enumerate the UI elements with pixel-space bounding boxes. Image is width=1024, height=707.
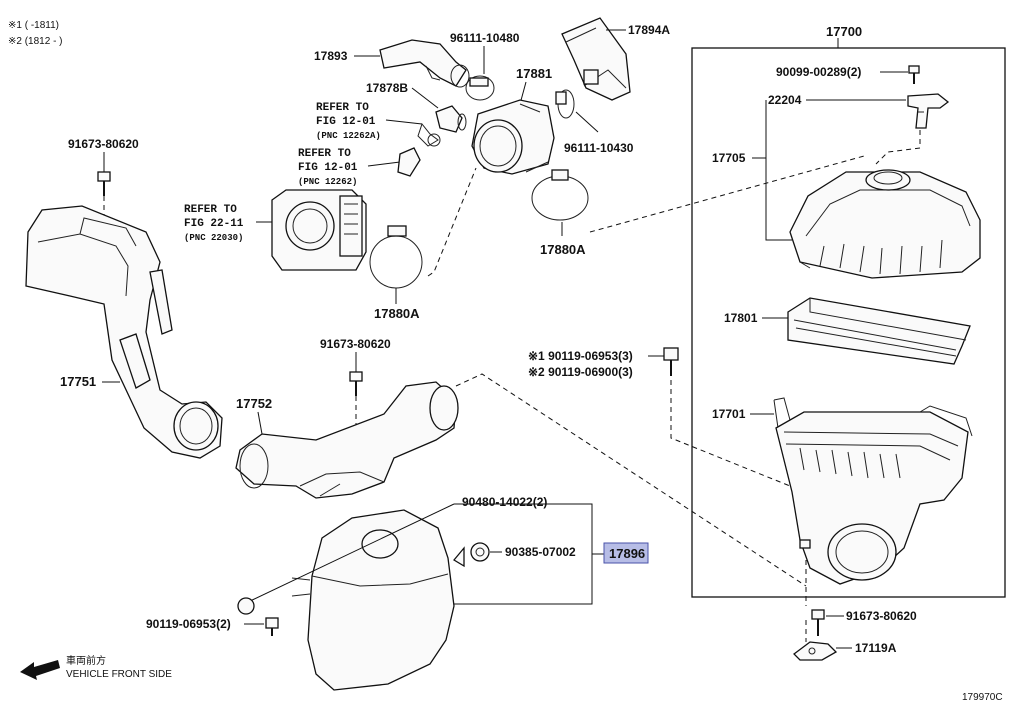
- bolt-91673-top-part: [97, 171, 111, 196]
- bolt-90119-2-part: [265, 617, 279, 636]
- clamp-17880A-left-part: [369, 225, 423, 289]
- air-cleaner-assembly-frame: [691, 47, 1006, 598]
- clamp-96111-10430-part: [555, 89, 575, 119]
- bracket-17119A-part: [793, 641, 838, 661]
- label-96111-10430[interactable]: 96111-10430: [564, 141, 634, 155]
- resonator-17896-part: [291, 509, 465, 691]
- filter-element-part: [787, 297, 971, 365]
- label-91673-80620-bottom[interactable]: 91673-80620: [846, 609, 917, 623]
- upper-cover-part: [789, 169, 981, 279]
- intake-connector-17881-part: [471, 99, 555, 175]
- leader-refer-2: [367, 161, 401, 167]
- leader-refer-1: [385, 119, 423, 125]
- dash-22204-to-cover: [875, 130, 921, 165]
- leader-96111-10430: [575, 111, 599, 133]
- label-17896[interactable]: 17896: [609, 546, 645, 561]
- label-90119-06953-3[interactable]: ※1 90119-06953(3): [528, 349, 633, 363]
- diagram-id: 179970C: [962, 692, 1003, 703]
- bolt-91673-mid-part: [349, 371, 363, 396]
- label-17701[interactable]: 17701: [712, 407, 746, 421]
- direction-jp: 車両前方: [66, 654, 106, 667]
- refer-3-line-1: REFER TO: [184, 204, 237, 216]
- label-17705[interactable]: 17705: [712, 151, 746, 165]
- leader-17878B: [411, 87, 439, 109]
- label-17880A-left[interactable]: 17880A: [374, 306, 420, 321]
- label-17894A[interactable]: 17894A: [628, 23, 670, 37]
- screw-90099-part: [908, 65, 920, 84]
- label-90119-06900-3[interactable]: ※2 90119-06900(3): [528, 365, 633, 379]
- label-90099-00289[interactable]: 90099-00289(2): [776, 65, 861, 79]
- hose-clip-part: [417, 122, 439, 147]
- label-17801[interactable]: 17801: [724, 311, 758, 325]
- legend-line-2: ※2 (1812 - ): [8, 36, 63, 47]
- label-17881[interactable]: 17881: [516, 66, 552, 81]
- label-91673-80620-mid[interactable]: 91673-80620: [320, 337, 391, 351]
- highlight-17896: [603, 542, 649, 564]
- hose-stub-part: [397, 147, 421, 177]
- dash-17752-to-case: [455, 373, 807, 587]
- clamp-96111-10480-part: [465, 75, 495, 101]
- hose-17894A-part: [561, 17, 631, 101]
- label-17751[interactable]: 17751: [60, 374, 96, 389]
- label-17700[interactable]: 17700: [826, 24, 862, 39]
- bolt-91673-bottom-part: [811, 609, 825, 636]
- label-17878B[interactable]: 17878B: [366, 81, 408, 95]
- lower-case-part: [773, 397, 973, 585]
- dash-90119-to-case: [670, 380, 791, 487]
- refer-2-line-2: FIG 12-01: [298, 162, 358, 174]
- label-96111-10480[interactable]: 96111-10480: [450, 31, 520, 45]
- label-90385-07002[interactable]: 90385-07002: [505, 545, 576, 559]
- label-90480-14022[interactable]: 90480-14022(2): [462, 495, 547, 509]
- refer-block-1[interactable]: REFER TO FIG 12-01 (PNC 12262A): [316, 102, 381, 141]
- refer-1-line-1: REFER TO: [316, 102, 369, 114]
- label-17119A[interactable]: 17119A: [855, 641, 897, 655]
- label-17752[interactable]: 17752: [236, 396, 272, 411]
- refer-2-line-1: REFER TO: [298, 148, 351, 160]
- refer-2-line-3: (PNC 12262): [298, 177, 357, 187]
- clamp-17880A-right-part: [531, 169, 589, 221]
- throttle-body-part: [271, 189, 367, 271]
- refer-3-line-3: (PNC 22030): [184, 233, 243, 243]
- label-22204[interactable]: 22204: [768, 93, 802, 107]
- leader-90480: [247, 503, 455, 603]
- grommet-90385-part: [470, 542, 490, 562]
- duct-17752-part: [235, 381, 459, 499]
- label-17880A-right[interactable]: 17880A: [540, 242, 586, 257]
- legend-line-1: ※1 ( -1811): [8, 20, 59, 31]
- direction-en: VEHICLE FRONT SIDE: [66, 669, 172, 680]
- refer-block-2[interactable]: REFER TO FIG 12-01 (PNC 12262): [298, 148, 358, 187]
- air-flow-meter-part: [907, 93, 950, 129]
- front-arrow-icon: [20, 660, 60, 680]
- dash-17880A-to-cover: [589, 155, 865, 233]
- refer-block-3[interactable]: REFER TO FIG 22-11 (PNC 22030): [184, 204, 244, 243]
- refer-1-line-3: (PNC 12262A): [316, 131, 381, 141]
- grommet-90480-part: [237, 597, 255, 615]
- dash-throttle-to-17881: [427, 167, 477, 277]
- fitting-17878B-part: [427, 105, 467, 147]
- refer-1-line-2: FIG 12-01: [316, 116, 376, 128]
- inlet-duct-17751-part: [25, 205, 223, 459]
- hose-17893-part: [379, 39, 470, 88]
- label-91673-80620-top[interactable]: 91673-80620: [68, 137, 139, 151]
- leader-17705: [752, 157, 792, 241]
- label-17893[interactable]: 17893: [314, 49, 348, 63]
- refer-3-line-2: FIG 22-11: [184, 218, 244, 230]
- bolt-90119-3-part: [663, 347, 679, 376]
- label-90119-06953-2[interactable]: 90119-06953(2): [146, 617, 231, 631]
- leader-17752: [257, 411, 263, 435]
